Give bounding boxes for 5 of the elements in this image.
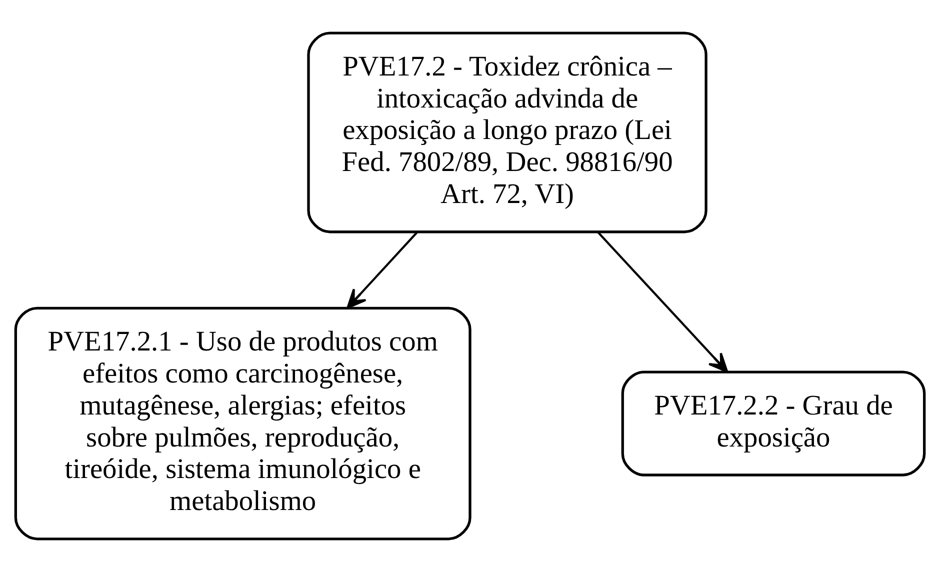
arrow: [346, 232, 418, 309]
node-box: PVE17.2.2 - Grau de exposição: [621, 370, 926, 476]
node-box: PVE17.2 - Toxidez crônica – intoxicação advinda de exposição a longo prazo (Lei Fed. 7802/89, Dec. 98816/90 Art. 72, VI): [307, 32, 708, 234]
arrow: [597, 232, 728, 373]
node-box: PVE17.2.1 - Uso de produtos com efeitos como carcinogênese, mutagênese, alergias; efeitos sobre pulmões, reprodução, tireóide, sistema imunológico e metabolismo: [14, 306, 472, 540]
